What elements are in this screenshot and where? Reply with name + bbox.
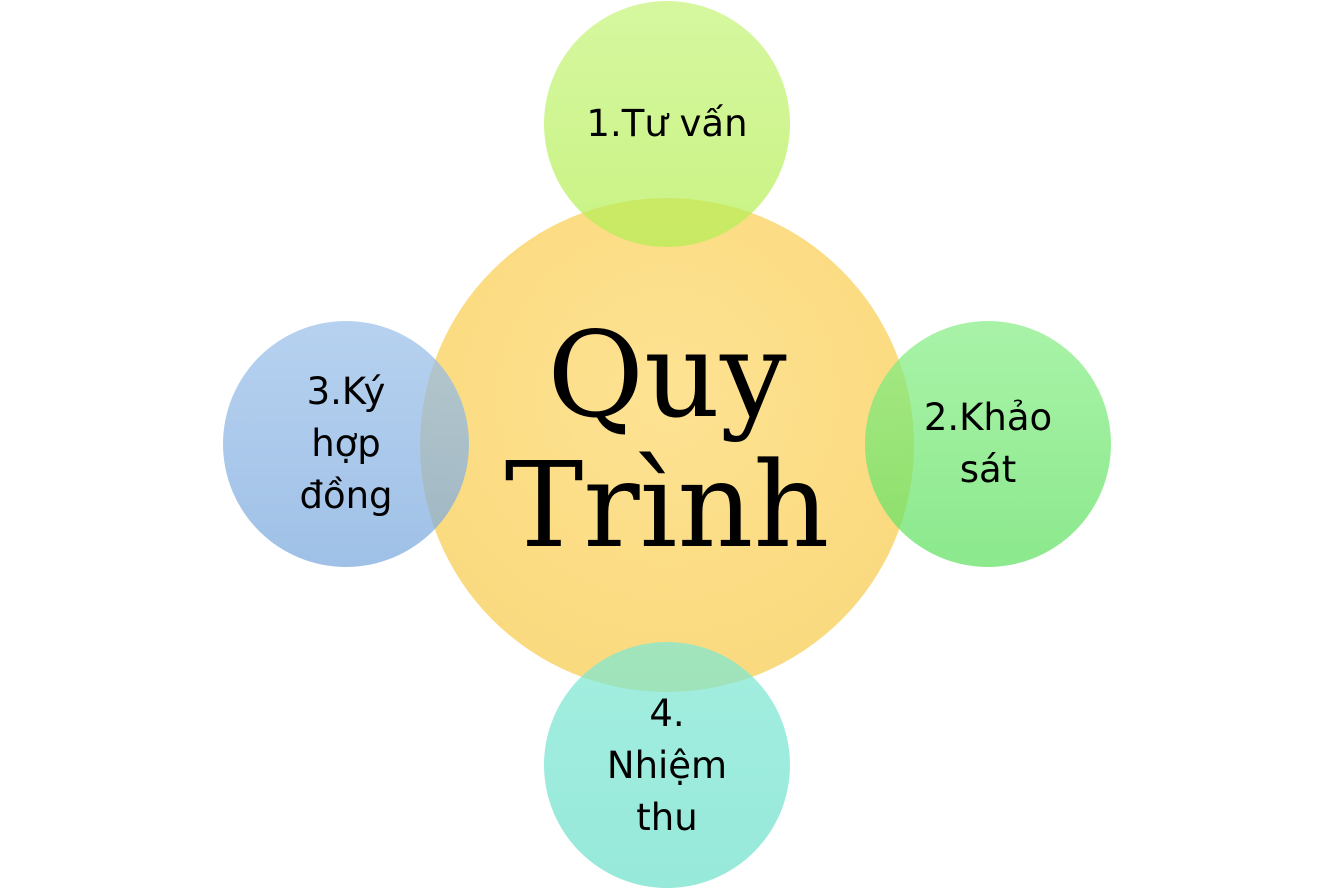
- node-label-acceptance-line-2: Nhiệm: [606, 744, 728, 787]
- node-label-contract-line-2: hợp: [311, 422, 381, 465]
- node-label-acceptance-line-3: thu: [636, 796, 698, 839]
- node-label-contract: 3.Ký hợp đồng: [268, 366, 424, 522]
- center-title-line-1: Quy: [547, 306, 787, 444]
- node-label-acceptance-line-1: 4.: [649, 692, 685, 735]
- node-label-survey-line-1: 2.Khảo: [923, 396, 1053, 439]
- center-title: Quy Trình: [420, 305, 914, 575]
- center-title-line-2: Trình: [504, 436, 830, 574]
- node-circle-contract: [223, 321, 469, 567]
- node-label-consulting-line-1: 1.Tư vấn: [586, 102, 748, 145]
- node-circle-consulting: [544, 1, 790, 247]
- node-label-survey-line-2: sát: [959, 448, 1017, 491]
- node-label-consulting: 1.Tư vấn: [544, 98, 790, 150]
- node-circle-survey: [865, 321, 1111, 567]
- node-label-acceptance: 4. Nhiệm thu: [564, 688, 770, 844]
- center-circle: [420, 198, 914, 692]
- node-label-survey: 2.Khảo sát: [910, 392, 1066, 496]
- node-label-contract-line-3: đồng: [299, 474, 393, 517]
- node-label-contract-line-1: 3.Ký: [306, 370, 386, 413]
- node-circle-acceptance: [544, 642, 790, 888]
